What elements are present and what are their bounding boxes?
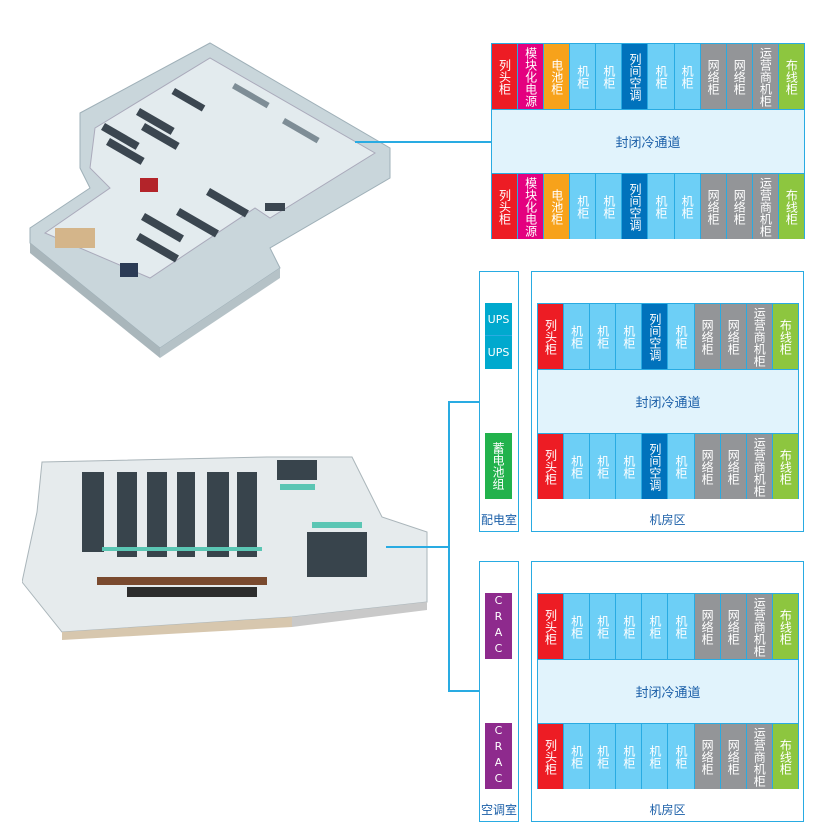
rack-cabinet: 机柜 (642, 594, 669, 659)
rack-cabinet: 网络柜 (720, 594, 747, 659)
rack-cabinet: 运营商机柜 (752, 44, 779, 109)
rack-cabinet: 布线柜 (772, 724, 798, 789)
machine-room-label: 机房区 (649, 803, 686, 817)
rack-cabinet: 网络柜 (726, 174, 753, 239)
rack-layout-3: 列头柜机柜机柜机柜机柜机柜网络柜网络柜运营商机柜布线柜 封闭冷通道 列头柜机柜机… (537, 593, 799, 789)
crac-unit: CRAC (485, 593, 512, 659)
rack-row-top: 列头柜机柜机柜机柜机柜机柜网络柜网络柜运营商机柜布线柜 (538, 594, 798, 659)
rack-cabinet: 网络柜 (700, 174, 727, 239)
cold-aisle: 封闭冷通道 (538, 659, 798, 724)
rack-cabinet: 机柜 (570, 44, 597, 109)
rack-cabinet: 网络柜 (694, 434, 721, 499)
cold-aisle: 封闭冷通道 (538, 369, 798, 434)
rack-cabinet: 机柜 (674, 174, 701, 239)
rack-cabinet: 机柜 (564, 304, 591, 369)
rack-row-bottom: 列头柜机柜机柜机柜机柜机柜网络柜网络柜运营商机柜布线柜 (538, 724, 798, 789)
rack-cabinet: 网络柜 (720, 724, 747, 789)
rack-row-top: 列头柜机柜机柜机柜列间空调机柜网络柜网络柜运营商机柜布线柜 (538, 304, 798, 369)
rack-cabinet: 布线柜 (778, 174, 804, 239)
rack-cabinet: 网络柜 (720, 304, 747, 369)
rack-cabinet: 列间空调 (622, 44, 649, 109)
rack-cabinet: 机柜 (590, 724, 617, 789)
rack-cabinet: 网络柜 (694, 724, 721, 789)
rack-cabinet: 机柜 (590, 594, 617, 659)
connector-line-vertical (448, 401, 450, 691)
rack-cabinet: 机柜 (596, 44, 623, 109)
rack-cabinet: 电池柜 (544, 174, 571, 239)
rack-cabinet: 运营商机柜 (752, 174, 779, 239)
rack-cabinet: 列头柜 (538, 724, 565, 789)
rack-cabinet: 机柜 (590, 304, 617, 369)
rack-cabinet: 网络柜 (720, 434, 747, 499)
building-floorplan-3d-top (29, 42, 391, 358)
ups-unit: UPS (485, 303, 512, 336)
rack-cabinet: 机柜 (616, 724, 643, 789)
connector-line-ac-room (448, 690, 479, 692)
rack-cabinet: 机柜 (616, 304, 643, 369)
rack-cabinet: 机柜 (674, 44, 701, 109)
rack-cabinet: 列头柜 (492, 174, 519, 239)
rack-cabinet: 机柜 (596, 174, 623, 239)
rack-cabinet: 列间空调 (642, 434, 669, 499)
cold-aisle: 封闭冷通道 (492, 109, 804, 174)
rack-row-bottom: 列头柜机柜机柜机柜列间空调机柜网络柜网络柜运营商机柜布线柜 (538, 434, 798, 499)
rack-cabinet: 运营商机柜 (746, 434, 773, 499)
ac-room-label: 空调室 (480, 803, 517, 817)
rack-cabinet: 电池柜 (544, 44, 571, 109)
rack-cabinet: 列头柜 (538, 594, 565, 659)
rack-cabinet: 列头柜 (538, 434, 565, 499)
rack-cabinet: 模块化电源 (518, 44, 545, 109)
rack-layout-1: 列头柜模块化电源电池柜机柜机柜列间空调机柜机柜网络柜网络柜运营商机柜布线柜 封闭… (491, 43, 805, 239)
rack-cabinet: 机柜 (616, 434, 643, 499)
rack-cabinet: 网络柜 (694, 594, 721, 659)
rack-cabinet: 机柜 (564, 434, 591, 499)
rack-cabinet: 运营商机柜 (746, 304, 773, 369)
rack-cabinet: 机柜 (570, 174, 597, 239)
rack-row-bottom: 列头柜模块化电源电池柜机柜机柜列间空调机柜机柜网络柜网络柜运营商机柜布线柜 (492, 174, 804, 239)
rack-cabinet: 布线柜 (772, 594, 798, 659)
connector-line-power-room (448, 401, 479, 403)
rack-cabinet: 布线柜 (778, 44, 804, 109)
crac-unit: CRAC (485, 723, 512, 789)
rack-cabinet: 机柜 (616, 594, 643, 659)
rack-cabinet: 机柜 (642, 724, 669, 789)
rack-cabinet: 布线柜 (772, 304, 798, 369)
ups-unit: UPS (485, 336, 512, 369)
machine-room-label: 机房区 (649, 513, 686, 527)
rack-row-top: 列头柜模块化电源电池柜机柜机柜列间空调机柜机柜网络柜网络柜运营商机柜布线柜 (492, 44, 804, 109)
power-room-label: 配电室 (480, 513, 517, 527)
building-floorplan-3d-bottom (22, 456, 428, 640)
power-room: UPS UPS 蓄电池组 配电室 (479, 271, 519, 532)
rack-cabinet: 网络柜 (726, 44, 753, 109)
rack-cabinet: 机柜 (564, 594, 591, 659)
rack-cabinet: 机柜 (668, 434, 695, 499)
rack-layout-2: 列头柜机柜机柜机柜列间空调机柜网络柜网络柜运营商机柜布线柜 封闭冷通道 列头柜机… (537, 303, 799, 499)
connector-line-bottom-building (386, 546, 449, 548)
rack-cabinet: 列间空调 (622, 174, 649, 239)
rack-cabinet: 机柜 (648, 174, 675, 239)
machine-room-2: 列头柜机柜机柜机柜列间空调机柜网络柜网络柜运营商机柜布线柜 封闭冷通道 列头柜机… (531, 271, 804, 532)
rack-cabinet: 机柜 (668, 724, 695, 789)
ac-room: CRAC CRAC 空调室 (479, 561, 519, 822)
rack-cabinet: 机柜 (648, 44, 675, 109)
rack-cabinet: 机柜 (668, 304, 695, 369)
rack-cabinet: 网络柜 (694, 304, 721, 369)
connector-line-top (355, 141, 491, 143)
rack-cabinet: 机柜 (668, 594, 695, 659)
rack-cabinet: 列头柜 (492, 44, 519, 109)
machine-room-3: 列头柜机柜机柜机柜机柜机柜网络柜网络柜运营商机柜布线柜 封闭冷通道 列头柜机柜机… (531, 561, 804, 822)
rack-cabinet: 机柜 (564, 724, 591, 789)
rack-cabinet: 网络柜 (700, 44, 727, 109)
rack-cabinet: 模块化电源 (518, 174, 545, 239)
battery-bank: 蓄电池组 (485, 433, 512, 499)
rack-cabinet: 列头柜 (538, 304, 565, 369)
rack-cabinet: 运营商机柜 (746, 724, 773, 789)
rack-cabinet: 列间空调 (642, 304, 669, 369)
rack-cabinet: 机柜 (590, 434, 617, 499)
rack-cabinet: 布线柜 (772, 434, 798, 499)
rack-cabinet: 运营商机柜 (746, 594, 773, 659)
